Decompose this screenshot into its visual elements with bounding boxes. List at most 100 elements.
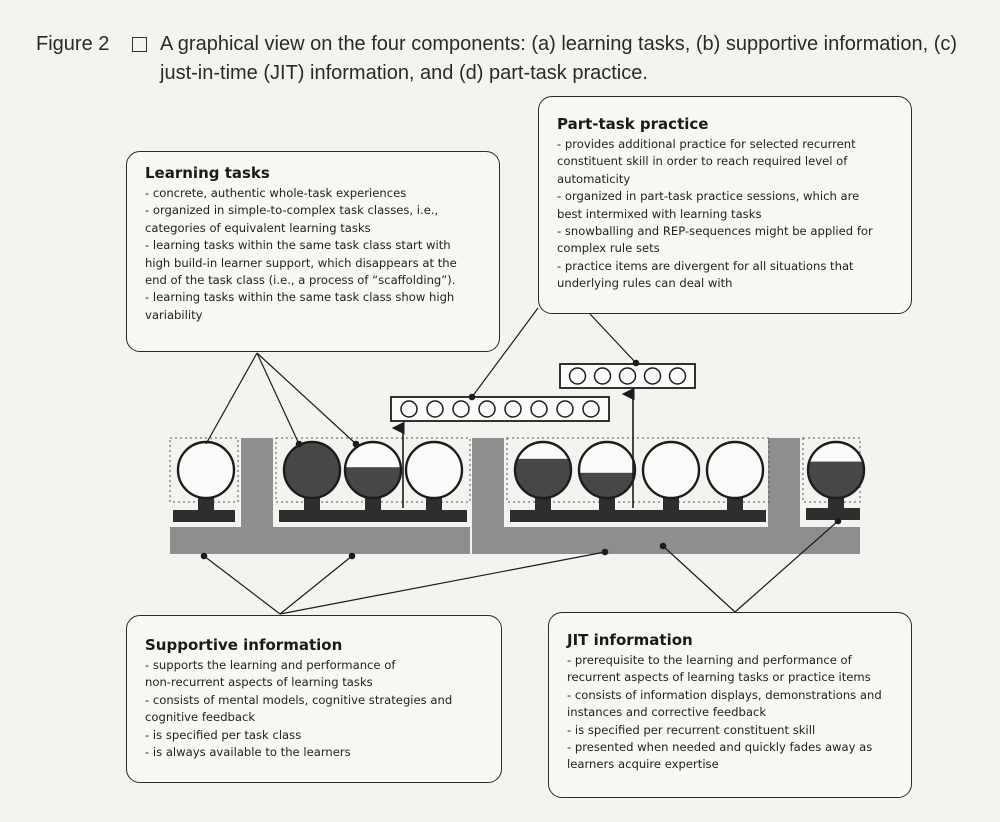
learning-tasks-list: - concrete, authentic whole-task experie… [145, 185, 487, 324]
learning-task [282, 440, 342, 510]
practice-item [400, 400, 418, 418]
task-circle-outline [513, 440, 573, 500]
pedestal-bar [279, 510, 467, 522]
learning-task [641, 440, 701, 510]
task-stem [828, 496, 844, 510]
learning-task [806, 440, 866, 510]
list-item: - organized in part-task practice sessio… [557, 189, 860, 221]
practice-item [556, 400, 574, 418]
connector-line [279, 551, 606, 615]
learning-task [705, 440, 765, 510]
list-item: - presented when needed and quickly fade… [567, 740, 873, 772]
practice-item [618, 367, 637, 385]
task-circle-outline [577, 440, 637, 500]
task-class-frame [506, 437, 770, 503]
task-circle-bg [707, 442, 763, 498]
part-task-practice-list: - provides additional practice for selec… [557, 136, 899, 293]
learning-task [176, 440, 236, 510]
practice-item [478, 400, 496, 418]
jit-information-callout: JIT information - prerequisite to the le… [548, 612, 912, 798]
task-circle-outline [282, 440, 342, 500]
connector-line [256, 352, 300, 445]
task-support-fill [345, 467, 401, 498]
caption-square-icon [132, 37, 147, 52]
part-task-sessions [390, 363, 696, 422]
support-band [472, 527, 772, 554]
connector-dot [659, 542, 667, 550]
learning-task [577, 440, 637, 510]
practice-item [568, 367, 587, 385]
practice-item [426, 400, 444, 418]
connector-dot [352, 440, 360, 448]
list-item: - concrete, authentic whole-task experie… [145, 186, 407, 200]
task-circle-outline [404, 440, 464, 500]
list-item: - consists of information displays, demo… [567, 687, 882, 720]
part-task-session [390, 396, 610, 422]
connector-dot [834, 517, 842, 525]
practice-item [643, 367, 662, 385]
list-item: - provides additional practice for selec… [557, 137, 856, 186]
connector-line [662, 545, 736, 613]
list-item: - prerequisite to the learning and perfo… [567, 653, 871, 685]
connector-line [279, 555, 353, 615]
task-stem [663, 496, 679, 510]
supportive-info-bands [169, 437, 861, 554]
task-stem [535, 496, 551, 510]
connector-line [734, 520, 839, 613]
list-item: - consists of mental models, cognitive s… [145, 692, 453, 725]
learning-tasks-callout: Learning tasks - concrete, authentic who… [126, 151, 500, 352]
connector-line [205, 352, 258, 445]
support-band [768, 527, 860, 554]
caption-text: A graphical view on the four components:… [160, 33, 958, 84]
list-item: - organized in simple-to-complex task cl… [145, 203, 439, 235]
task-circle-outline [806, 440, 866, 500]
task-stem [599, 496, 615, 510]
learning-tasks-title: Learning tasks [145, 164, 270, 182]
task-support-fill [284, 442, 340, 498]
list-item: - is specified per task class [145, 727, 302, 742]
connector-dot [468, 393, 476, 401]
pedestal-bar [173, 510, 235, 522]
connector-dot [632, 359, 640, 367]
practice-item [530, 400, 548, 418]
list-item: - practice items are divergent for all s… [557, 258, 854, 291]
task-circle-outline [705, 440, 765, 500]
part-task-practice-callout: Part-task practice - provides additional… [538, 96, 912, 314]
list-item: - is always available to the learners [145, 745, 351, 760]
task-stem [198, 496, 214, 510]
task-support-fill [515, 458, 571, 498]
callout-connectors [200, 307, 842, 615]
list-item: - learning tasks within the same task cl… [145, 238, 457, 288]
connector-line [589, 313, 637, 364]
task-circle-outline [176, 440, 236, 500]
task-circle-bg [406, 442, 462, 498]
supportive-information-callout: Supportive information - supports the le… [126, 615, 502, 783]
part-task-practice-title: Part-task practice [557, 115, 709, 133]
practice-item [668, 367, 687, 385]
task-circle-outline [641, 440, 701, 500]
task-stem [304, 496, 320, 510]
list-item: - is specified per recurrent constituent… [567, 722, 816, 737]
practice-item [582, 400, 600, 418]
connector-dot [348, 552, 356, 560]
learning-task [404, 440, 464, 510]
learning-task-circles [176, 440, 866, 510]
task-stem [727, 496, 743, 510]
pedestal-bar [510, 510, 766, 522]
task-circle-outline [343, 440, 403, 500]
connector-dot [200, 552, 208, 560]
learning-task [343, 440, 403, 510]
list-item: - learning tasks within the same task cl… [145, 290, 455, 322]
connector-dot [295, 440, 303, 448]
task-support-fill [808, 461, 864, 498]
pedestal-bar [806, 508, 860, 520]
jit-information-list: - prerequisite to the learning and perfo… [567, 652, 899, 774]
list-item: - supports the learning and performance … [145, 658, 396, 690]
figure-label: Figure 2 [36, 33, 110, 55]
connector-dot [601, 548, 609, 556]
task-circle-bg [178, 442, 234, 498]
support-band [170, 527, 470, 554]
task-class-frame [802, 437, 861, 503]
connector-line [256, 352, 357, 445]
